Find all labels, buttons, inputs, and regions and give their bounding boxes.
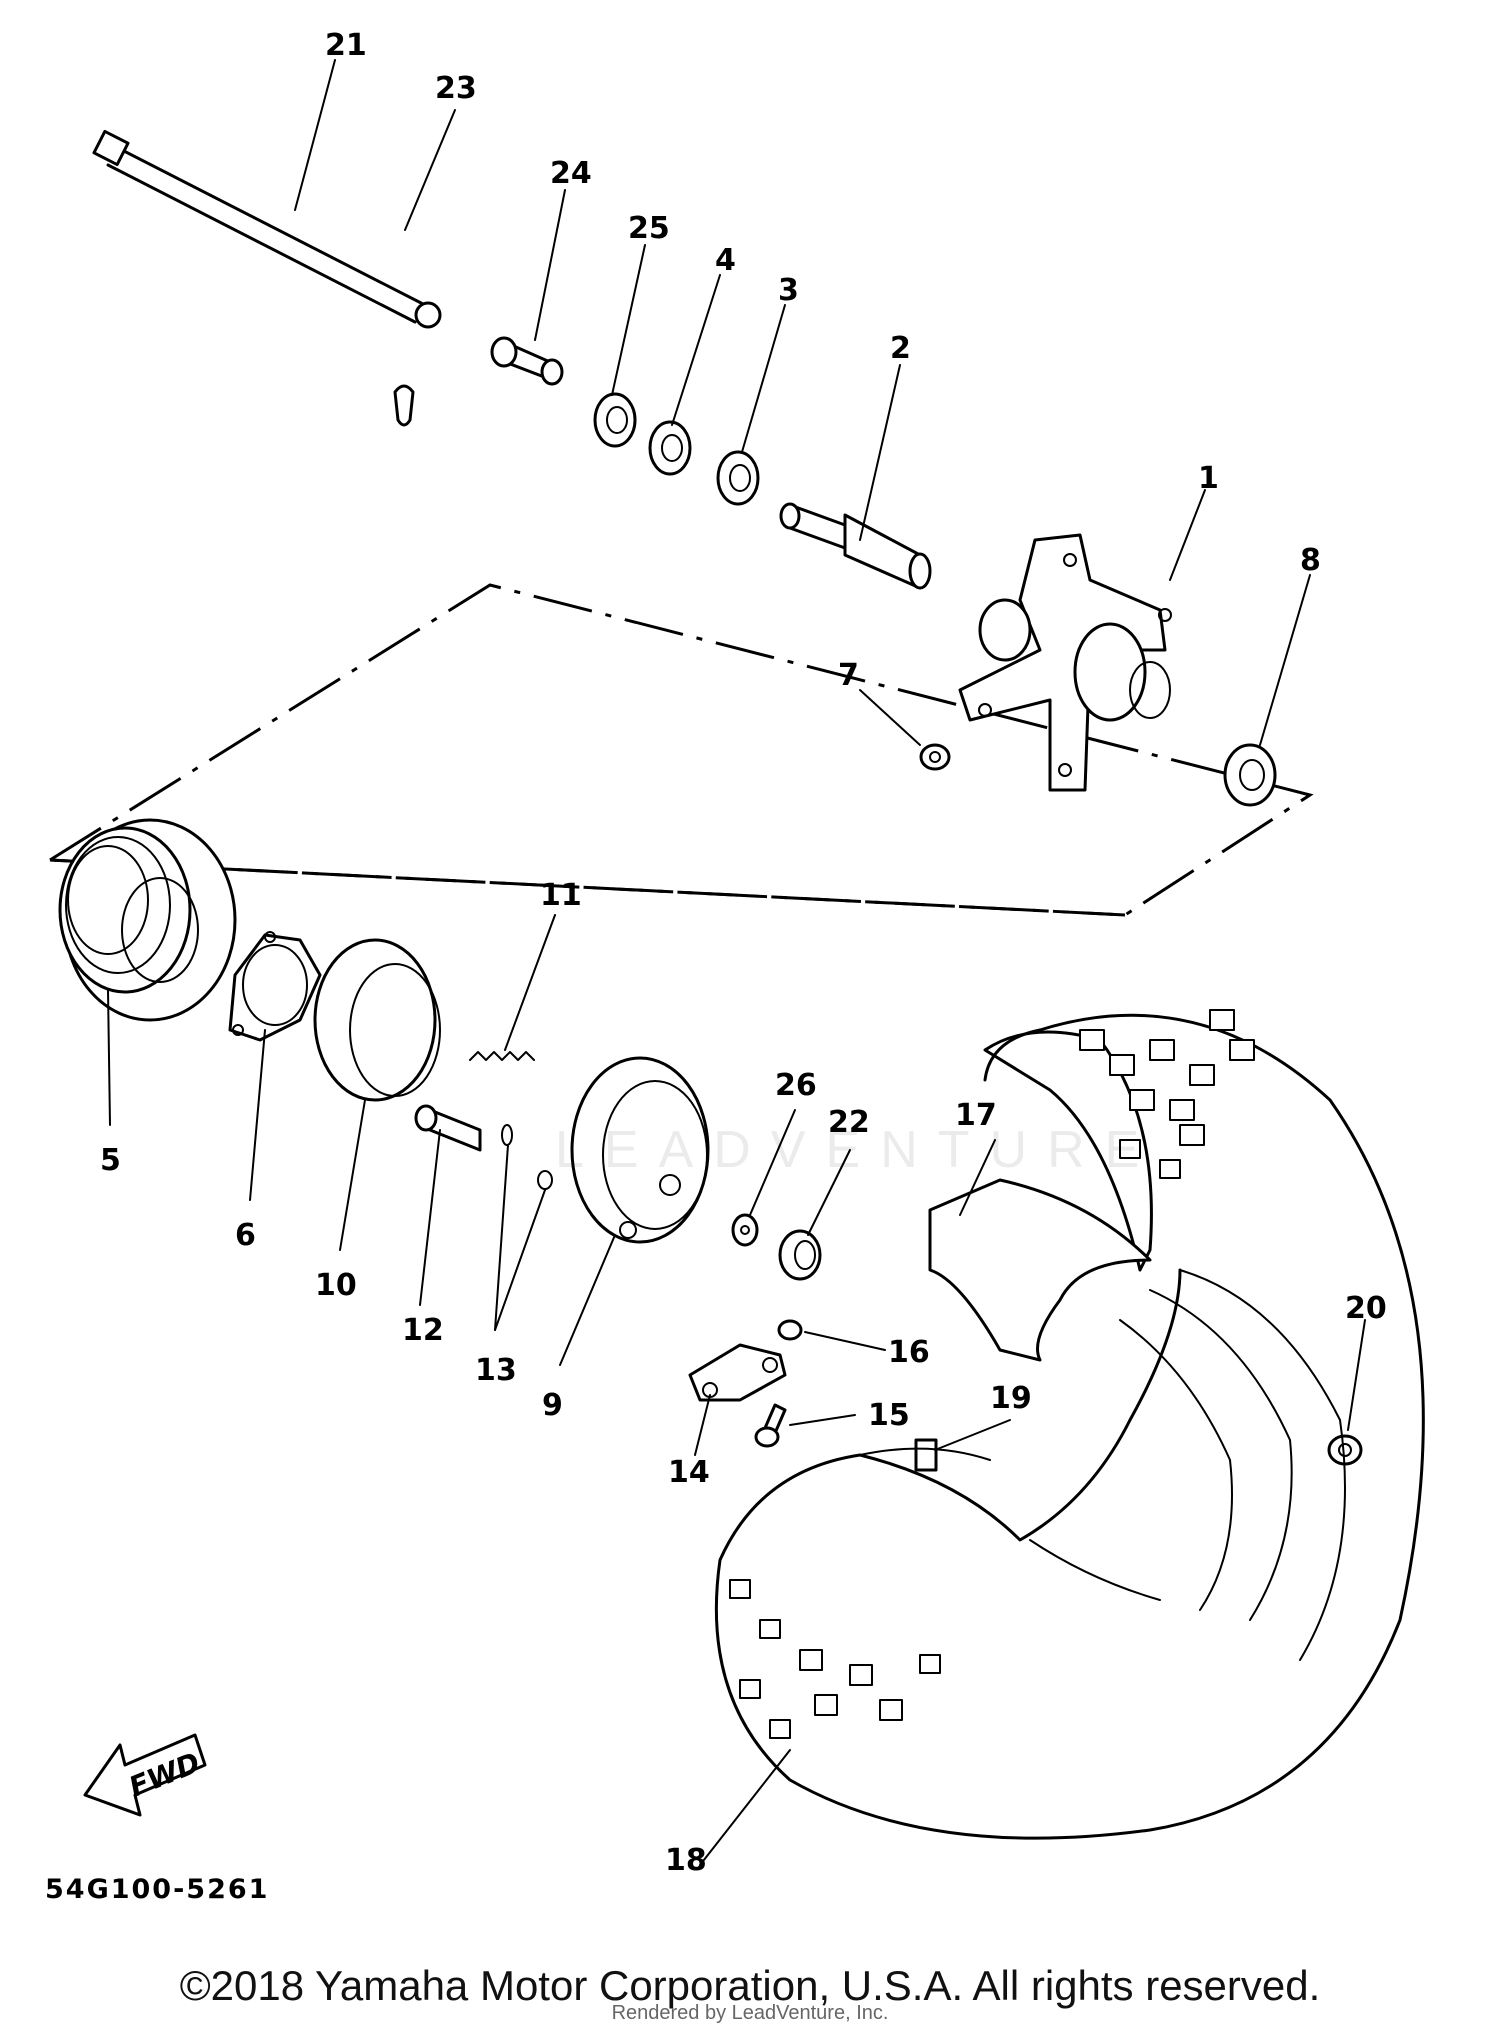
callout-2[interactable]: 2 — [890, 331, 911, 366]
part-3-bearing[interactable] — [716, 450, 760, 506]
callout-8[interactable]: 8 — [1300, 543, 1321, 578]
leader-lines — [107, 59, 1366, 1866]
part-2-collar[interactable] — [779, 502, 932, 590]
callout-10[interactable]: 10 — [315, 1268, 357, 1303]
callout-13[interactable]: 13 — [475, 1353, 517, 1388]
callout-9[interactable]: 9 — [542, 1388, 563, 1423]
part-1-hub[interactable] — [958, 533, 1172, 792]
assembly-outline — [49, 583, 1314, 917]
callout-23[interactable]: 23 — [435, 71, 477, 106]
callout-26[interactable]: 26 — [775, 1068, 817, 1103]
fwd-arrow-icon: FWD — [83, 1733, 207, 1817]
part-7-nut[interactable] — [919, 743, 951, 771]
renderer-note: Rendered by LeadVenture, Inc. — [611, 2002, 889, 2024]
callout-12[interactable]: 12 — [402, 1313, 444, 1348]
part-22-nut[interactable] — [778, 1229, 822, 1281]
callout-25[interactable]: 25 — [628, 211, 670, 246]
callout-22[interactable]: 22 — [828, 1105, 870, 1140]
part-19-valve[interactable] — [914, 1438, 938, 1472]
callout-11[interactable]: 11 — [540, 878, 582, 913]
part-12-camshaft[interactable] — [414, 1104, 482, 1152]
part-23-cotter-pin[interactable] — [393, 384, 415, 427]
part-11-spring[interactable] — [469, 1051, 535, 1061]
callout-20[interactable]: 20 — [1345, 1291, 1387, 1326]
part-13-washer[interactable] — [501, 1124, 553, 1190]
part-9-brake-shoe-plate[interactable] — [570, 1056, 710, 1244]
part-25-bearing[interactable] — [593, 392, 637, 448]
part-21-axle[interactable] — [92, 129, 442, 329]
callout-6[interactable]: 6 — [235, 1218, 256, 1253]
callout-17[interactable]: 17 — [955, 1098, 997, 1133]
part-26-washer[interactable] — [731, 1213, 759, 1247]
part-14-bracket[interactable] — [688, 1343, 787, 1402]
callout-21[interactable]: 21 — [325, 28, 367, 63]
part-5-brake-drum[interactable] — [58, 818, 237, 1022]
part-18-tire[interactable] — [714, 1009, 1425, 1840]
part-24-spacer[interactable] — [490, 336, 564, 386]
part-17-wheel[interactable] — [928, 1030, 1153, 1362]
part-16-nut[interactable] — [777, 1319, 803, 1341]
copyright-notice: ©2018 Yamaha Motor Corporation, U.S.A. A… — [179, 1962, 1321, 2009]
callout-19[interactable]: 19 — [990, 1381, 1032, 1416]
callout-7[interactable]: 7 — [838, 658, 859, 693]
part-8-oil-seal[interactable] — [1223, 743, 1277, 807]
watermark-logo: LEADVENTURE — [555, 1121, 1160, 1179]
part-4-oil-seal[interactable] — [648, 420, 692, 476]
callout-16[interactable]: 16 — [888, 1335, 930, 1370]
callout-14[interactable]: 14 — [668, 1455, 710, 1490]
callout-18[interactable]: 18 — [665, 1843, 707, 1878]
callout-1[interactable]: 1 — [1198, 461, 1219, 496]
callout-24[interactable]: 24 — [550, 156, 592, 191]
callout-4[interactable]: 4 — [715, 243, 736, 278]
diagram-code: 54G100-5261 — [45, 1874, 269, 1905]
part-6-plate[interactable] — [228, 931, 322, 1042]
callout-15[interactable]: 15 — [868, 1398, 910, 1433]
callout-3[interactable]: 3 — [778, 273, 799, 308]
callout-5[interactable]: 5 — [100, 1143, 121, 1178]
part-15-bolt[interactable] — [754, 1403, 787, 1448]
part-10-brake-shoe-kit[interactable] — [313, 938, 441, 1102]
